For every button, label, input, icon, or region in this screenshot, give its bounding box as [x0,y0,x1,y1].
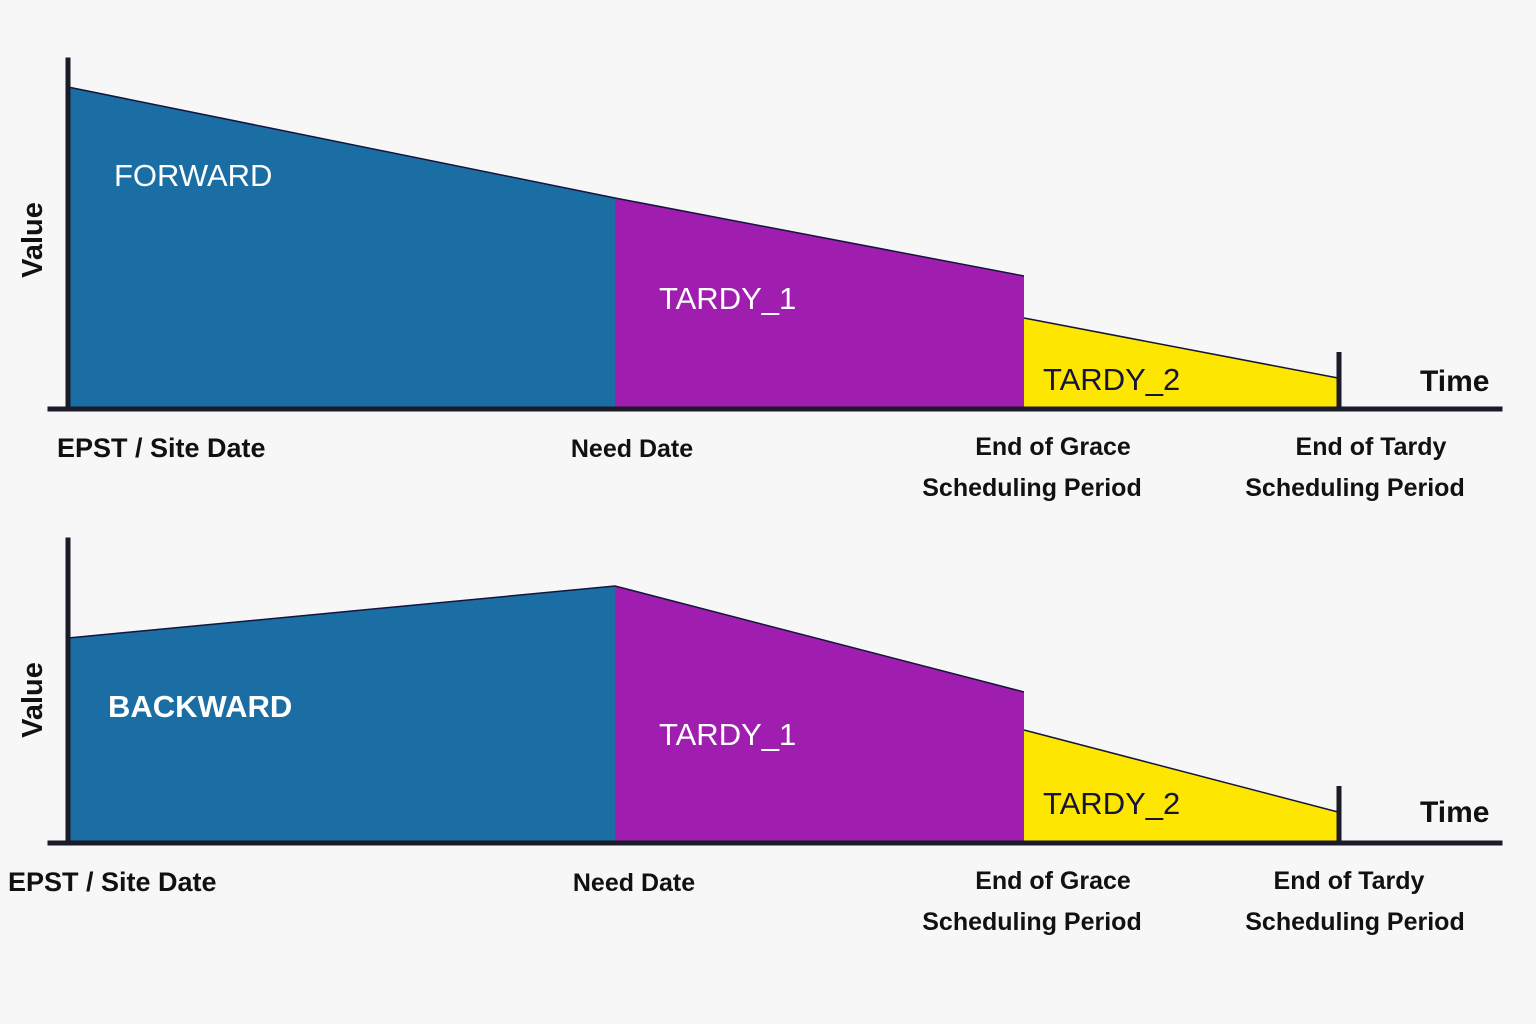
region-label-tardy-1-backward: TARDY_1 [659,717,796,752]
x-tick-label-end-of-grace-forward-line2: Scheduling Period [922,474,1141,502]
x-tick-label-need-date-backward: Need Date [573,869,695,897]
x-tick-label-end-of-grace-backward-line2: Scheduling Period [922,908,1141,936]
region-label-tardy-2-forward: TARDY_2 [1043,362,1180,397]
region-label-backward: BACKWARD [108,689,292,724]
x-axis-label-forward: Time [1420,365,1489,398]
region-label-tardy-1-forward: TARDY_1 [659,281,796,316]
x-tick-label-end-of-tardy-backward: End of Tardy [1274,867,1425,895]
y-axis-label-forward: Value [17,202,49,278]
region-tardy-2-backward [1024,730,1338,842]
x-tick-label-epst-forward: EPST / Site Date [57,433,266,463]
y-axis-label-backward: Value [17,662,49,738]
region-outline-tardy-2-forward [1023,317,1339,379]
region-tardy-1-backward [615,586,1024,842]
x-tick-label-end-of-tardy-backward-line2: Scheduling Period [1245,908,1464,936]
x-tick-label-end-of-tardy-forward: End of Tardy [1296,433,1447,461]
x-tick-label-end-of-grace-forward: End of Grace [975,433,1131,461]
region-outline-backward [67,585,1025,693]
backward-chart: Value Time BACKWARD TARDY_1 TARDY_2 EPST… [8,537,1503,936]
region-outline-tardy-2-backward [1023,729,1339,813]
region-outline-forward [67,86,1025,277]
region-label-tardy-2-backward: TARDY_2 [1043,786,1180,821]
x-axis-label-backward: Time [1420,796,1489,829]
region-tardy-2-forward [1024,318,1338,408]
forward-chart: Value Time FORWARD TARDY_1 TARDY_2 EPST … [17,57,1503,502]
region-tardy-1-forward [615,198,1024,408]
region-forward [68,87,615,408]
region-label-forward: FORWARD [114,158,272,193]
region-backward [68,586,615,842]
x-tick-label-end-of-grace-backward: End of Grace [975,867,1131,895]
x-tick-label-epst-backward: EPST / Site Date [8,867,217,897]
x-tick-label-end-of-tardy-forward-line2: Scheduling Period [1245,474,1464,502]
x-tick-label-need-date-forward: Need Date [571,435,693,463]
